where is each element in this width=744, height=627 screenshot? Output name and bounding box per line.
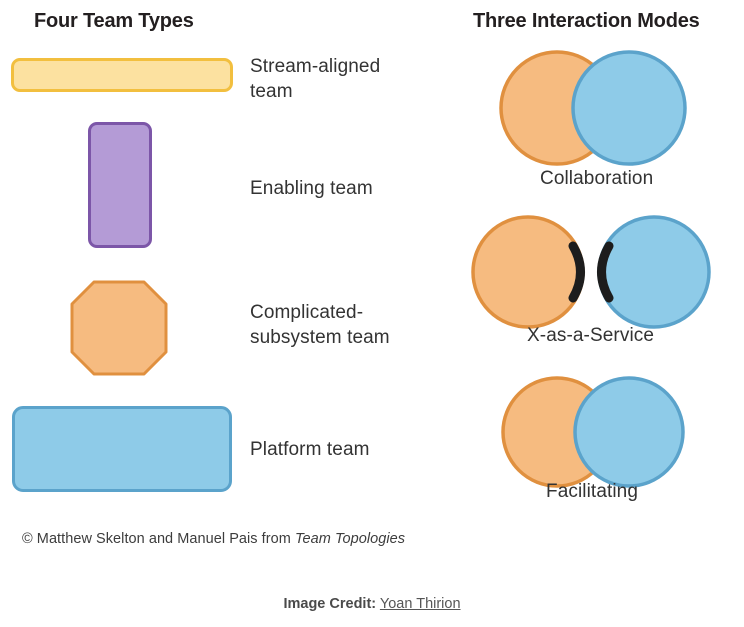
platform-team-shape <box>12 406 232 492</box>
label-line: Enabling team <box>250 178 373 199</box>
complicated-subsystem-team-shape <box>70 280 168 376</box>
facilitating-right-circle <box>573 376 685 488</box>
collaboration-right-circle <box>571 50 687 166</box>
xaas-bracket-icon <box>568 241 614 303</box>
label-line: team <box>250 81 293 102</box>
xaas-left-circle <box>471 215 585 329</box>
image-credit-link[interactable]: Yoan Thirion <box>379 596 461 612</box>
collaboration-mode-diagram <box>498 48 688 168</box>
three-interaction-modes-heading: Three Interaction Modes <box>473 10 700 32</box>
xaas-mode-diagram <box>466 212 716 332</box>
label-line: Platform team <box>250 439 370 460</box>
stream-aligned-team-shape <box>11 58 233 92</box>
facilitating-mode-diagram <box>498 375 688 490</box>
four-team-types-heading: Four Team Types <box>34 10 194 32</box>
stream-aligned-team-label: Stream-aligned team <box>250 54 380 104</box>
enabling-team-shape <box>88 122 152 248</box>
complicated-subsystem-team-label: Complicated- subsystem team <box>250 300 390 350</box>
collaboration-label: Collaboration <box>540 168 654 189</box>
book-title: Team Topologies <box>294 531 406 547</box>
copyright-notice: © Matthew Skelton and Manuel Pais from T… <box>22 531 405 547</box>
facilitating-label: Facilitating <box>546 481 639 502</box>
enabling-team-label: Enabling team <box>250 176 373 201</box>
label-line: subsystem team <box>250 327 390 348</box>
image-credit: Image Credit: Yoan Thirion <box>0 596 744 612</box>
image-credit-label: Image Credit: <box>283 596 377 612</box>
label-line: Complicated- <box>250 302 364 323</box>
xaas-label: X-as-a-Service <box>527 325 655 346</box>
label-line: Stream-aligned <box>250 56 381 77</box>
copyright-prefix: © Matthew Skelton and Manuel Pais from <box>22 531 295 547</box>
platform-team-label: Platform team <box>250 437 370 462</box>
xaas-right-circle <box>597 215 711 329</box>
